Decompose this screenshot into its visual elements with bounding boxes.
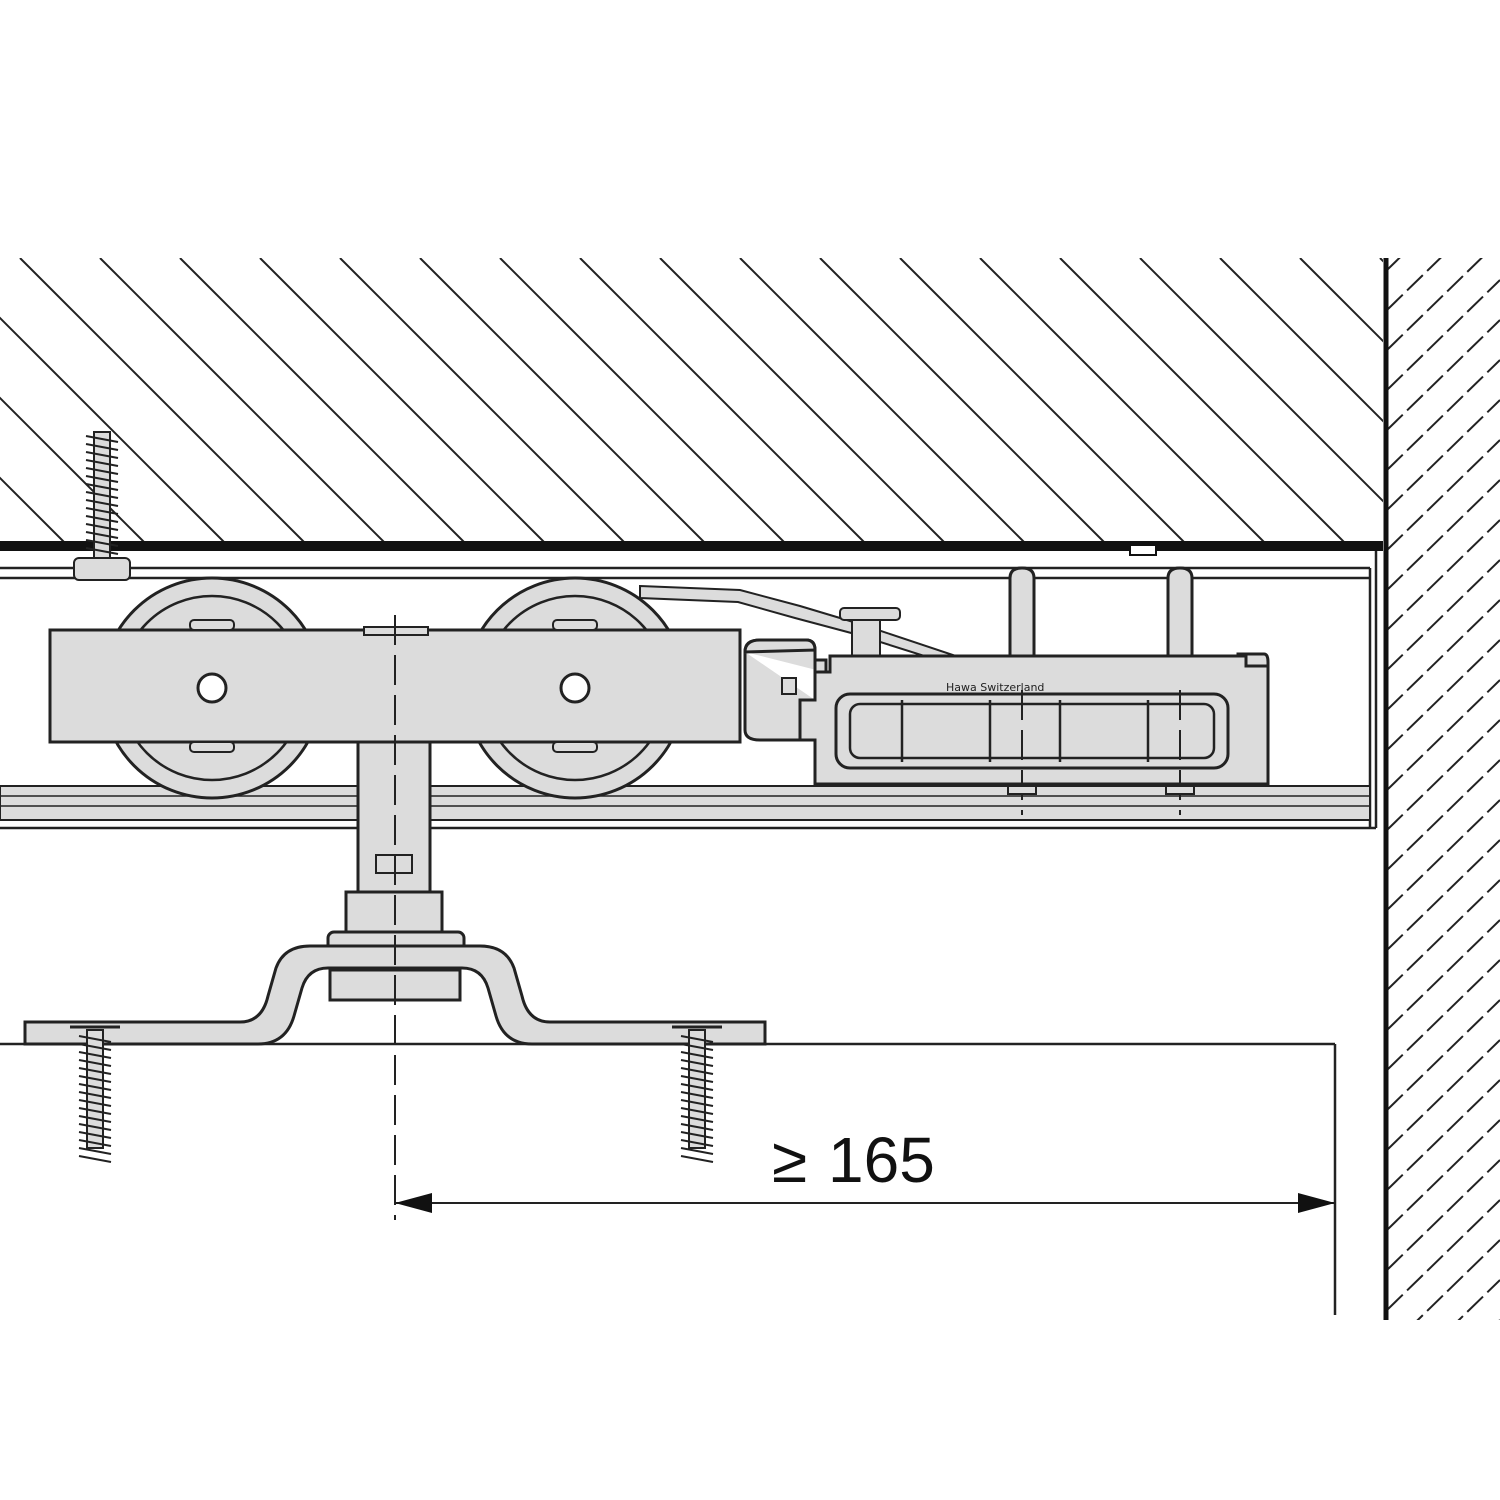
left-door-screw-icon [70, 1025, 120, 1163]
right-axle-icon [559, 672, 591, 704]
brand-mark-text: Hawa Switzerland [946, 681, 1044, 694]
left-axle-icon [196, 672, 228, 704]
soft-close-damper: Hawa Switzerland [743, 638, 1270, 786]
dimension-arrow-left-icon [395, 1193, 432, 1213]
wall-section [1383, 258, 1500, 1320]
dimension-value: 165 [828, 1124, 935, 1196]
right-door-screw-icon [672, 1025, 722, 1163]
stopper-pins [1007, 566, 1195, 815]
damper-arm [639, 584, 982, 674]
door-panel [0, 1042, 1337, 1315]
dimension-arrow-right-icon [1298, 1193, 1335, 1213]
ceiling-screw-icon [73, 431, 131, 581]
dimension-symbol: ≥ [772, 1124, 807, 1196]
dimension-165: ≥ 165 [395, 1124, 1335, 1213]
ceiling-section [0, 258, 1383, 542]
